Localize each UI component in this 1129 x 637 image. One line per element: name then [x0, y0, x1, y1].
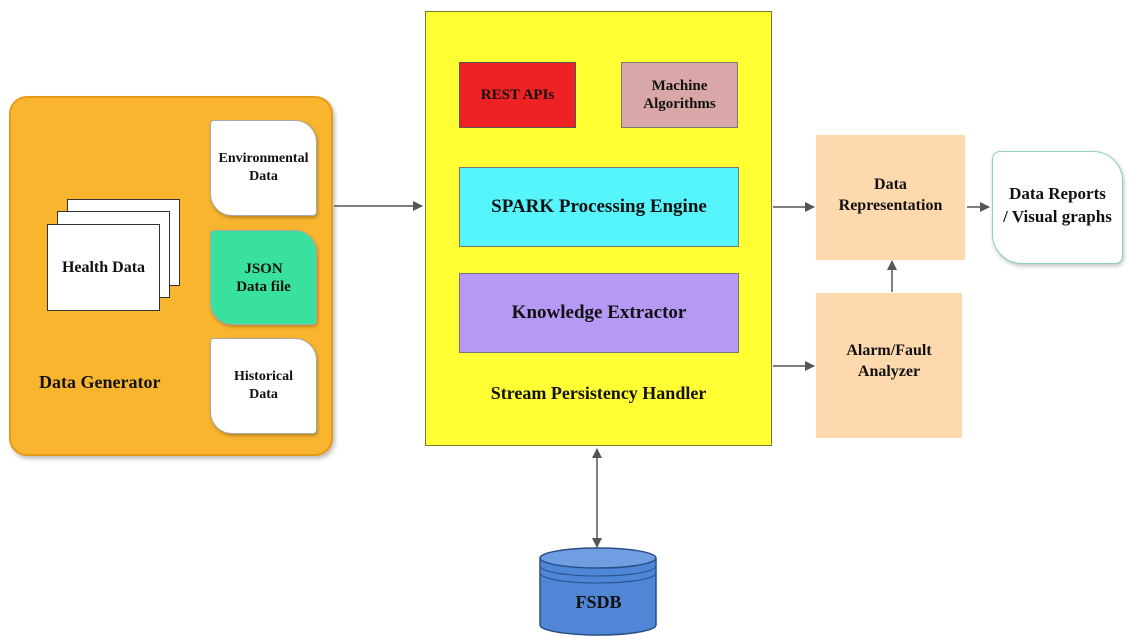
machine-label-line1: Machine — [651, 78, 708, 94]
machine-algorithms-box: Machine Algorithms — [621, 62, 738, 128]
rest-apis-label: REST APIs — [480, 86, 555, 103]
data-generator-title: Data Generator — [39, 372, 161, 392]
historical-data-line2: Data — [249, 387, 278, 402]
fsdb-database-icon — [539, 547, 657, 636]
json-data-file-box: JSON Data file — [210, 230, 317, 325]
json-data-line2: Data file — [236, 278, 291, 295]
environmental-data-line2: Data — [249, 169, 278, 184]
data-representation-box: Data Representation — [816, 135, 965, 260]
rest-apis-box: REST APIs — [459, 62, 576, 128]
historical-data-line1: Historical — [233, 369, 294, 384]
historical-data-box: Historical Data — [210, 338, 317, 434]
representation-line1: Data — [874, 175, 907, 193]
representation-line2: Representation — [838, 196, 943, 214]
spark-engine-label: SPARK Processing Engine — [491, 196, 707, 217]
knowledge-extractor-box: Knowledge Extractor — [459, 273, 739, 353]
json-data-line1: JSON — [244, 260, 283, 277]
fsdb-label: FSDB — [575, 592, 622, 612]
alarm-line2: Analyzer — [857, 362, 921, 380]
reports-line1: Data Reports — [1009, 183, 1106, 203]
spark-engine-box: SPARK Processing Engine — [459, 167, 739, 247]
environmental-data-box: Environmental Data — [210, 120, 317, 216]
stream-persistency-handler-label: Stream Persistency Handler — [490, 383, 707, 403]
knowledge-extractor-label: Knowledge Extractor — [511, 302, 687, 323]
reports-line2: / Visual graphs — [1003, 206, 1112, 226]
health-data-label: Health Data — [61, 258, 146, 276]
alarm-line1: Alarm/Fault — [846, 341, 932, 359]
environmental-data-line1: Environmental — [218, 151, 309, 166]
alarm-fault-analyzer-box: Alarm/Fault Analyzer — [816, 293, 962, 438]
health-data-card: Health Data — [47, 224, 160, 311]
data-reports-box: Data Reports / Visual graphs — [992, 151, 1123, 264]
machine-label-line2: Algorithms — [643, 96, 716, 112]
